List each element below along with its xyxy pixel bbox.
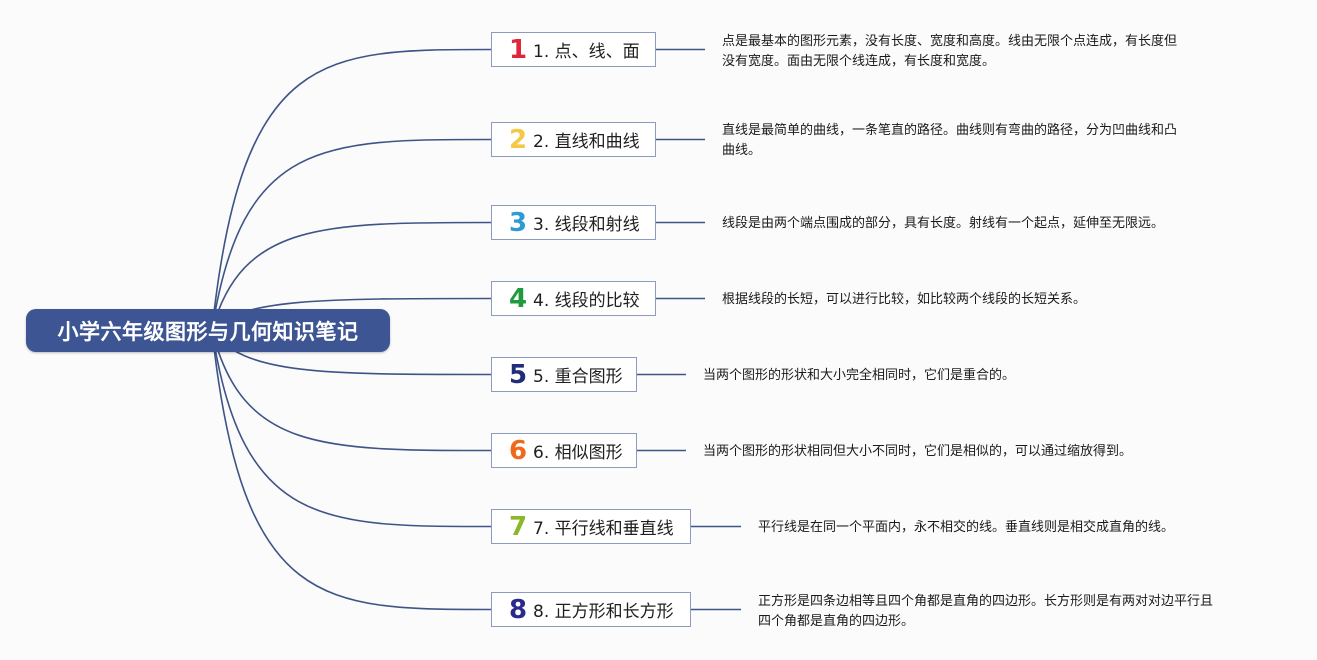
branch-line-7	[211, 329, 492, 528]
branch-line-6	[211, 329, 492, 452]
description-line: 正方形是四条边相等且四个角都是直角的四边形。长方形则是有两对对边平行且	[758, 594, 1214, 609]
branch-line-8	[211, 329, 492, 611]
topic-label: 6. 相似图形	[533, 443, 623, 463]
number-4-icon: 4	[508, 283, 528, 314]
description-line: 线段是由两个端点围成的部分，具有长度。射线有一个起点，延伸至无限远。	[722, 216, 1165, 231]
description-line: 曲线。	[722, 143, 762, 158]
description-line: 直线是最简单的曲线，一条笔直的路径。曲线则有弯曲的路径，分为凹曲线和凸	[722, 123, 1178, 138]
topic-7-description: 平行线是在同一个平面内，永不相交的线。垂直线则是相交成直角的线。	[758, 518, 1174, 538]
description-line: 四个角都是直角的四边形。	[758, 614, 915, 629]
number-2-icon: 2	[508, 124, 528, 155]
description-line: 平行线是在同一个平面内，永不相交的线。垂直线则是相交成直角的线。	[758, 520, 1175, 535]
number-5-icon: 5	[508, 359, 528, 390]
branch-line-2	[211, 138, 492, 331]
topic-8-description: 正方形是四条边相等且四个角都是直角的四边形。长方形则是有两对对边平行且四个角都是…	[758, 592, 1213, 632]
topic-6-description: 当两个图形的形状相同但大小不同时，它们是相似的，可以通过缩放得到。	[703, 442, 1132, 462]
number-3-icon: 3	[508, 207, 528, 238]
topic-label: 8. 正方形和长方形	[533, 602, 674, 622]
branch-line-3	[211, 221, 492, 331]
topic-label: 2. 直线和曲线	[533, 132, 640, 152]
root-topic-title: 小学六年级图形与几何知识笔记	[57, 319, 359, 344]
number-8-icon: 8	[508, 594, 528, 625]
description-line: 当两个图形的形状相同但大小不同时，它们是相似的，可以通过缩放得到。	[703, 444, 1133, 459]
topic-1-description: 点是最基本的图形元素，没有长度、宽度和高度。线由无限个点连成，有长度但没有宽度。…	[722, 32, 1177, 72]
number-7-icon: 7	[508, 511, 528, 542]
description-line: 当两个图形的形状和大小完全相同时，它们是重合的。	[703, 368, 1016, 383]
description-line: 没有宽度。面由无限个线连成，有长度和宽度。	[722, 54, 996, 69]
topic-label: 1. 点、线、面	[533, 42, 640, 62]
description-line: 点是最基本的图形元素，没有长度、宽度和高度。线由无限个点连成，有长度但	[722, 34, 1178, 49]
branch-line-1	[211, 48, 492, 331]
topic-5-description: 当两个图形的形状和大小完全相同时，它们是重合的。	[703, 366, 1015, 386]
topic-label: 4. 线段的比较	[533, 291, 640, 311]
topic-3-description: 线段是由两个端点围成的部分，具有长度。射线有一个起点，延伸至无限远。	[722, 214, 1164, 234]
topic-2-description: 直线是最简单的曲线，一条笔直的路径。曲线则有弯曲的路径，分为凹曲线和凸曲线。	[722, 121, 1177, 161]
description-line: 根据线段的长短，可以进行比较，如比较两个线段的长短关系。	[722, 292, 1087, 307]
topic-4-description: 根据线段的长短，可以进行比较，如比较两个线段的长短关系。	[722, 290, 1086, 310]
root-topic[interactable]: 小学六年级图形与几何知识笔记	[26, 309, 390, 352]
topic-label: 3. 线段和射线	[533, 215, 640, 235]
number-6-icon: 6	[508, 435, 528, 466]
topic-label: 5. 重合图形	[533, 367, 623, 387]
number-1-icon: 1	[508, 34, 528, 65]
topic-label: 7. 平行线和垂直线	[533, 519, 674, 539]
